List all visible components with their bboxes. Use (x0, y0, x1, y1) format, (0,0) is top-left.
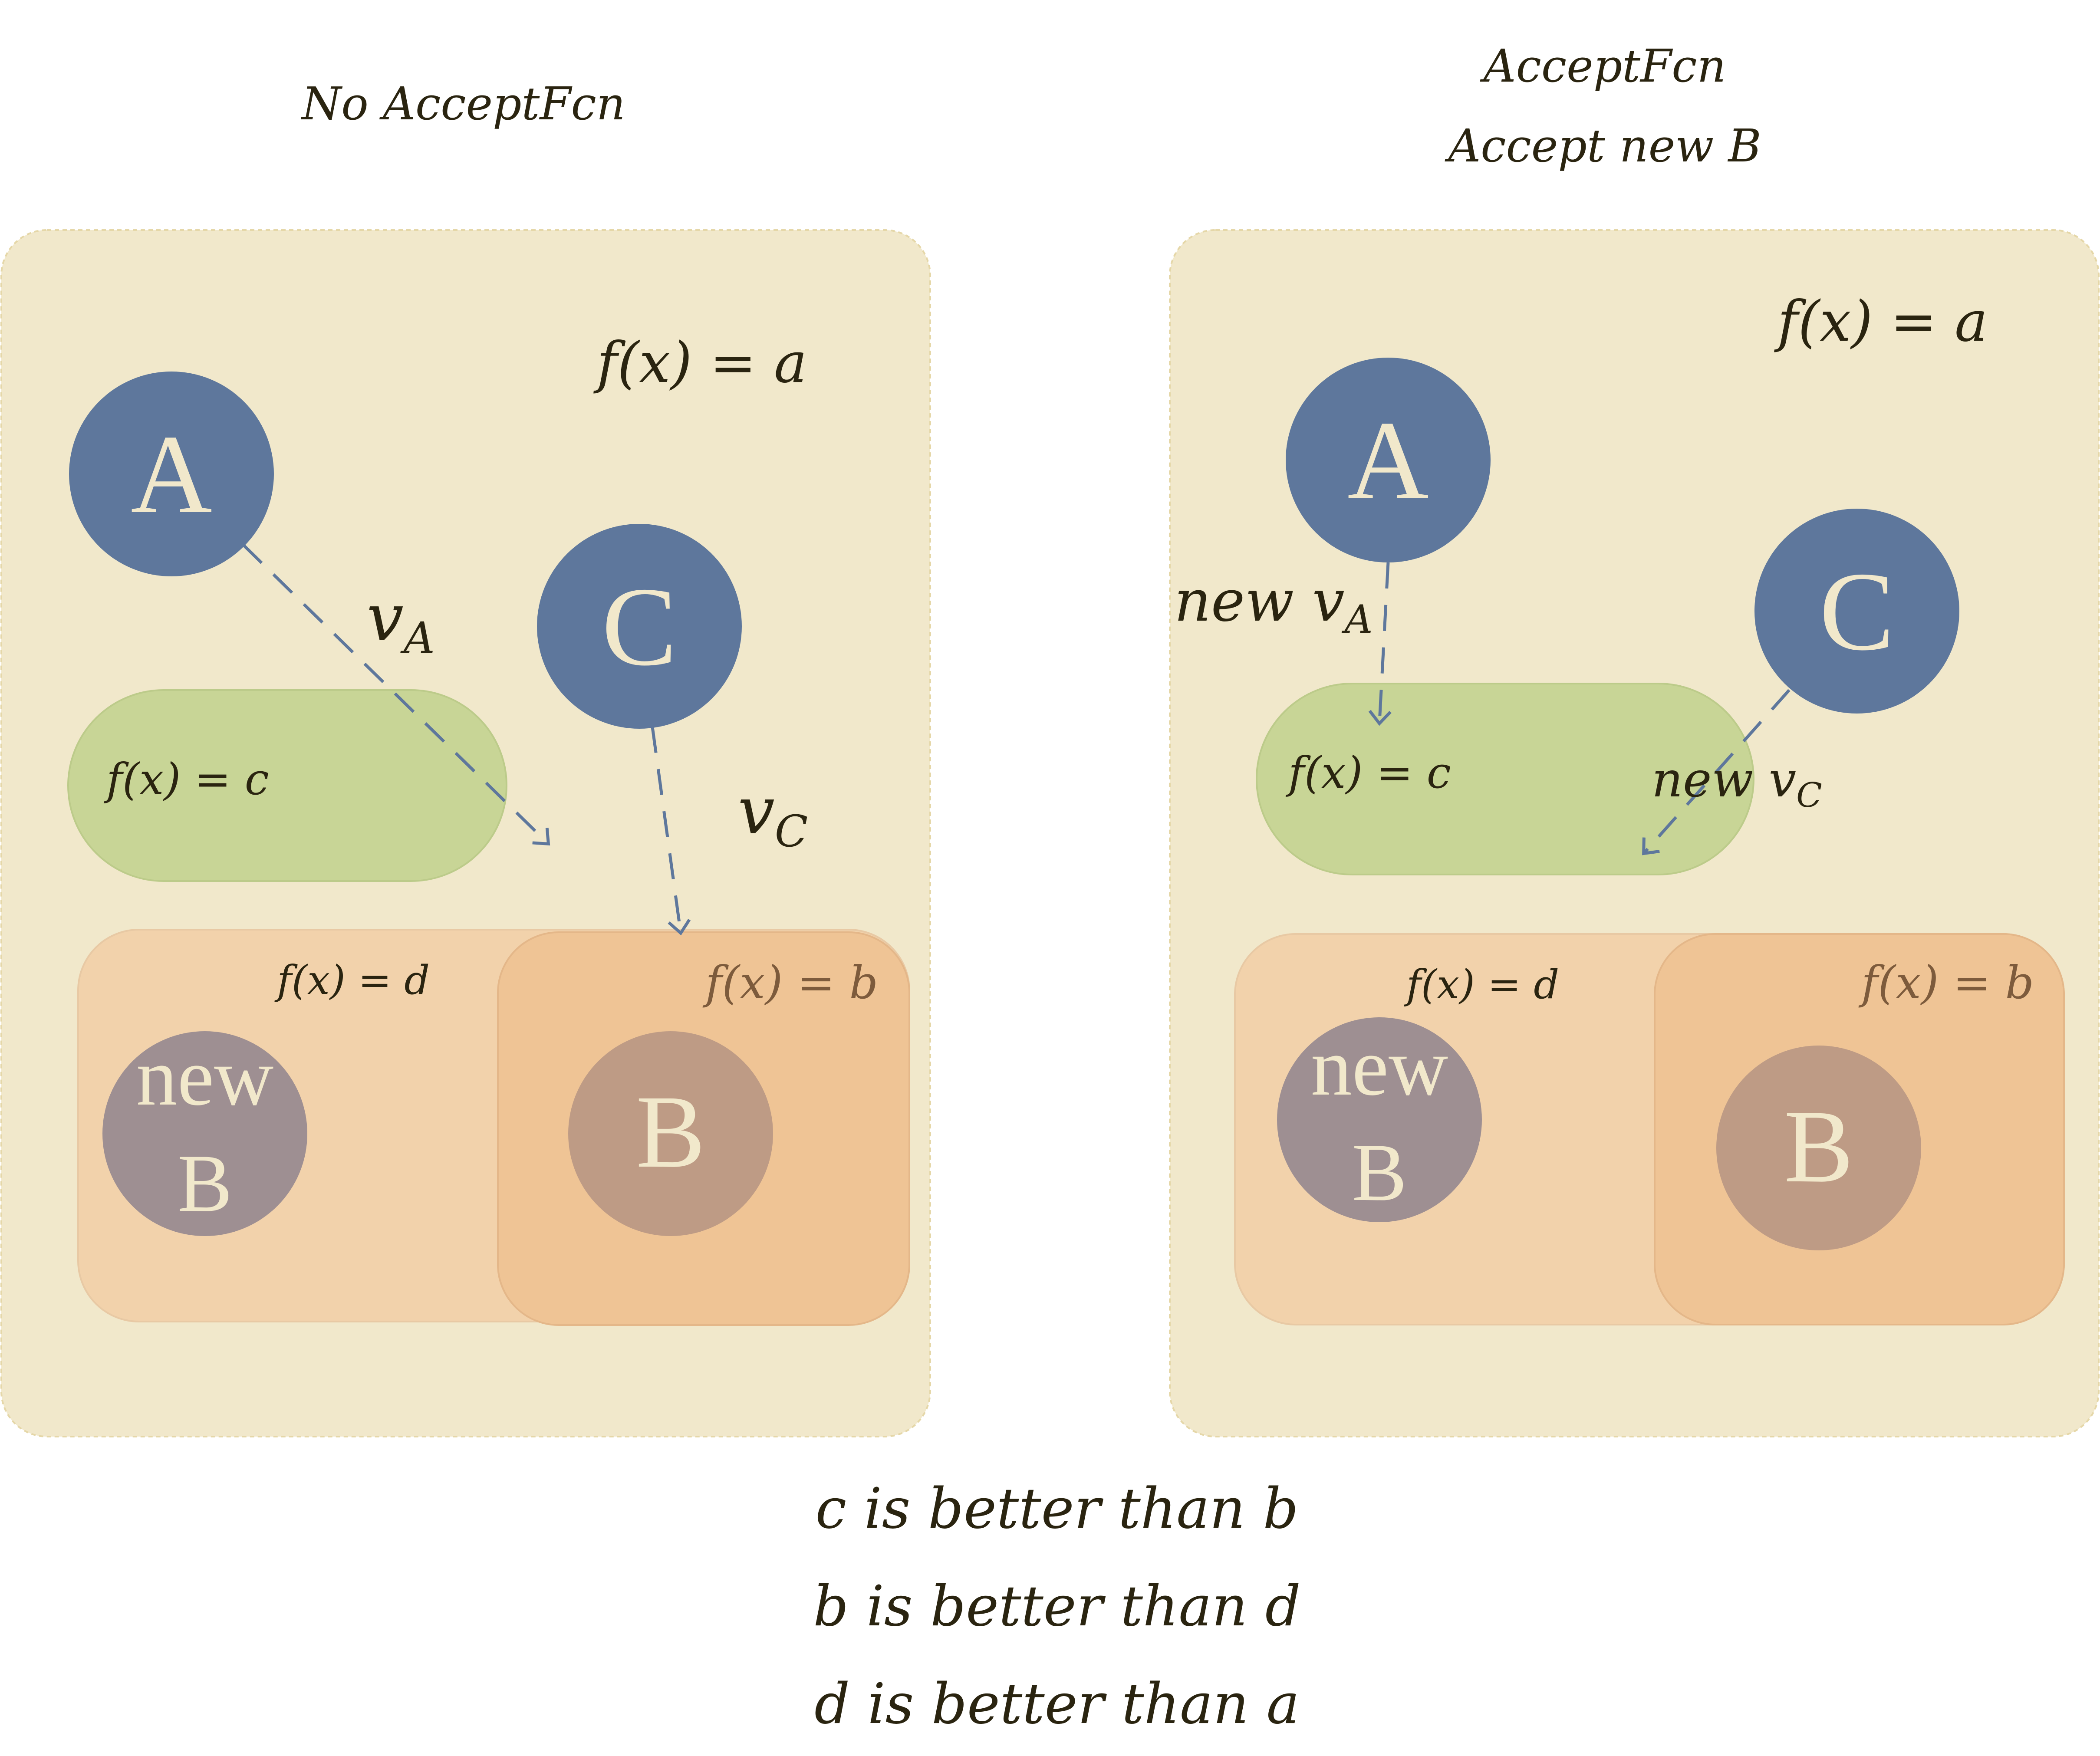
right-newb-line2: B (1352, 1127, 1407, 1218)
right-fc-label: f(x) = c (1285, 747, 1451, 798)
footer-line-3: d is better than a (814, 1672, 1300, 1736)
right-va-label: new vA (1174, 568, 1373, 642)
right-vc-arrow (1644, 689, 1791, 853)
right-newb-node (1277, 1017, 1482, 1222)
right-va-sub: A (1342, 597, 1373, 642)
left-va-label: vA (367, 580, 435, 664)
left-a-letter: A (131, 412, 212, 537)
left-fa-label: f(x) = a (593, 331, 807, 395)
left-region-c (67, 689, 507, 882)
left-vc-arrow (651, 727, 681, 932)
right-a-node (1286, 358, 1491, 562)
right-c-letter: C (1819, 549, 1894, 674)
left-a-node (69, 372, 274, 576)
left-newb-line2: B (178, 1138, 233, 1229)
left-title: No AcceptFcn (300, 77, 625, 130)
left-fc-label: f(x) = c (103, 754, 269, 805)
left-c-letter: C (602, 564, 677, 689)
right-title-line2: Accept new B (1445, 119, 1761, 172)
right-va-main: new v (1174, 568, 1345, 635)
right-fb-label: f(x) = b (1858, 956, 2034, 1009)
left-b-letter: B (636, 1074, 705, 1189)
right-vc-label: new vC (1652, 752, 1822, 815)
footer-line-1: c is better than b (815, 1476, 1298, 1541)
footer-line-2: b is better than d (813, 1574, 1300, 1639)
left-va-arrow (242, 543, 548, 843)
right-b-node (1716, 1046, 1921, 1250)
right-vc-sub: C (1796, 776, 1822, 815)
right-va-arrow (1379, 562, 1388, 723)
right-vc-main: new v (1652, 752, 1796, 808)
right-fd-label: f(x) = d (1404, 961, 1559, 1008)
right-newb-line1: new (1311, 1022, 1448, 1113)
left-b-node (568, 1031, 773, 1236)
left-newb-line1: new (136, 1032, 274, 1123)
right-region-c (1256, 683, 1754, 875)
right-fa-label: f(x) = a (1774, 289, 1988, 354)
left-vc-main: v (738, 773, 775, 849)
left-va-main: v (367, 580, 404, 656)
right-panel: AcceptFcn Accept new B f(x) = a f(x) = d… (1169, 39, 2100, 1437)
left-c-node (537, 524, 742, 729)
footer-statements: c is better than b b is better than d d … (813, 1476, 1300, 1736)
right-a-letter: A (1347, 398, 1429, 523)
right-c-node (1754, 509, 1959, 714)
right-title-line1: AcceptFcn (1480, 39, 1726, 92)
left-va-sub: A (400, 613, 435, 664)
left-fd-label: f(x) = d (274, 957, 430, 1003)
left-fb-label: f(x) = b (702, 956, 878, 1009)
left-newb-node (102, 1031, 307, 1236)
left-vc-sub: C (775, 806, 808, 857)
left-panel: No AcceptFcn f(x) = a f(x) = d f(x) = b … (0, 77, 931, 1437)
left-vc-label: vC (738, 773, 808, 857)
right-b-letter: B (1784, 1088, 1853, 1204)
